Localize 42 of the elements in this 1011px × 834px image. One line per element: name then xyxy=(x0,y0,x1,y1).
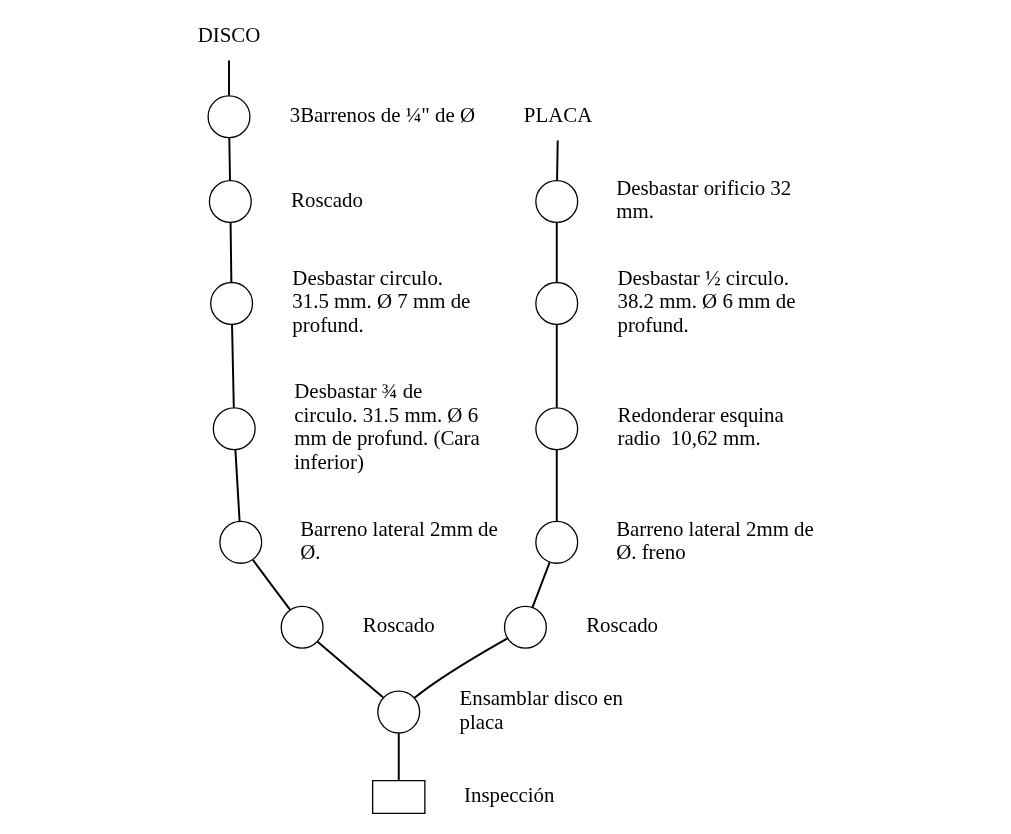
node-circle xyxy=(280,605,324,649)
connector xyxy=(555,221,558,284)
node-circle xyxy=(535,180,579,224)
node-label: Roscado xyxy=(362,613,435,638)
node-label: Desbastar orificio 32 mm. xyxy=(616,175,792,224)
connector xyxy=(228,136,231,182)
connector xyxy=(555,448,558,523)
node-circle xyxy=(535,407,579,451)
node-circle xyxy=(208,180,252,224)
connector xyxy=(531,561,551,609)
node-text: DISCO xyxy=(197,22,261,47)
connector xyxy=(555,323,558,409)
connector xyxy=(229,221,233,284)
node-label: Barreno lateral 2mm de Ø. xyxy=(300,516,498,565)
node-circle xyxy=(503,605,547,649)
node-circle xyxy=(212,407,256,451)
node-label: Roscado xyxy=(586,613,659,638)
node-circle xyxy=(219,520,263,564)
connector xyxy=(556,139,559,182)
node-label: 3Barrenos de ¼" de Ø xyxy=(289,102,476,127)
node-label: Ensamblar disco en placa xyxy=(459,686,623,734)
node-circle xyxy=(207,95,251,139)
node-label: Redonderar esquina radio 10,62 mm. xyxy=(617,402,784,451)
connector xyxy=(228,59,230,97)
node-label: Roscado xyxy=(291,187,363,212)
node-circle xyxy=(535,520,579,564)
node-label: Inspección xyxy=(464,782,555,807)
node-circle xyxy=(377,690,421,734)
connector xyxy=(316,640,384,699)
node-label: Barreno lateral 2mm de Ø. freno xyxy=(616,516,814,565)
node-circle xyxy=(535,281,579,325)
node-label: Desbastar ¾ de circulo. 31.5 mm. Ø 6 mm de profund. (Cara inferior) xyxy=(294,379,480,474)
node-circle xyxy=(210,281,254,325)
connector xyxy=(397,732,400,782)
node-box xyxy=(372,780,426,814)
node-text: PLACA xyxy=(523,102,593,127)
connector xyxy=(251,558,291,611)
connector xyxy=(231,323,235,409)
connector xyxy=(234,448,241,523)
connector xyxy=(413,637,509,699)
node-label: Desbastar ½ circulo. 38.2 mm. Ø 6 mm de profund. xyxy=(617,265,796,337)
node-label: Desbastar circulo. 31.5 mm. Ø 7 mm de profund. xyxy=(292,265,471,337)
